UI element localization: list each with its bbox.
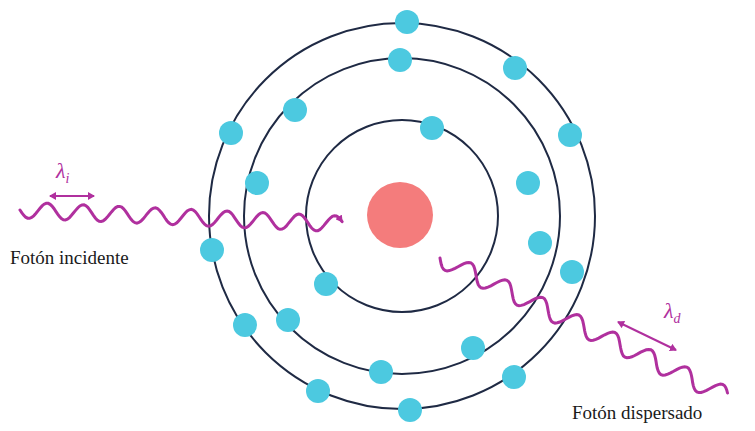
incident-photon-wave [20,203,342,231]
scattered-photon-wave [440,258,728,393]
middle-orbit [244,58,560,374]
wavelength-arrow [618,322,676,350]
wavelength-label: λd [664,298,681,327]
wavelength-label: λi [56,158,69,187]
photon-label: Fotón dispersado [572,402,702,424]
nucleus [367,182,433,248]
wavelength-arrow [50,195,94,197]
photon-label: Fotón incidente [10,247,129,269]
